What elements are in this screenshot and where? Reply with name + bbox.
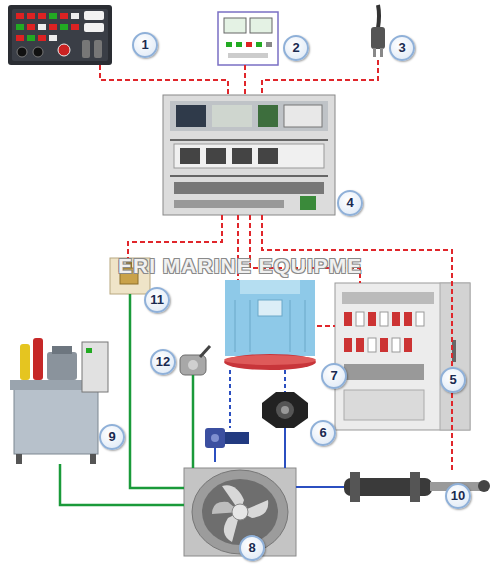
callout-number: 10 bbox=[445, 483, 471, 509]
cable-connector bbox=[100, 65, 228, 95]
callout-number: 8 bbox=[239, 535, 265, 561]
callout-number: 9 bbox=[99, 424, 125, 450]
display-unit-picture bbox=[218, 12, 278, 65]
callout-number: 4 bbox=[337, 190, 363, 216]
component-area: 8 bbox=[184, 468, 296, 556]
callout-number: 3 bbox=[389, 35, 415, 61]
cable-connector bbox=[60, 464, 184, 505]
callout-number: 1 bbox=[132, 32, 158, 58]
component-area: 6 bbox=[262, 392, 308, 428]
component-area: 4 bbox=[163, 95, 335, 215]
watermark: ERI MARINE EQUIPME bbox=[118, 254, 362, 278]
callout-number: 5 bbox=[440, 367, 466, 393]
starter-cabinet-picture bbox=[335, 283, 470, 430]
cable-connector bbox=[317, 325, 335, 327]
flexible-coupling-picture bbox=[262, 392, 308, 428]
cable-connector bbox=[244, 65, 246, 95]
component-area: 1 bbox=[8, 5, 112, 65]
cable-connector bbox=[130, 294, 184, 488]
hydraulic-unit-picture bbox=[10, 338, 108, 464]
component-area: 7 bbox=[225, 280, 317, 370]
callout-number: 2 bbox=[283, 35, 309, 61]
electric-motor-picture bbox=[224, 280, 316, 370]
callout-number: 12 bbox=[150, 349, 176, 375]
component-area: 2 bbox=[218, 12, 278, 65]
callout-number: 7 bbox=[321, 363, 347, 389]
cable-connector bbox=[128, 215, 222, 258]
control-cabinet-picture bbox=[163, 95, 335, 215]
shaft-coupling-picture bbox=[205, 370, 249, 462]
cable-connector bbox=[192, 375, 195, 468]
cable-connector bbox=[284, 428, 286, 468]
component-area: 3 bbox=[365, 5, 395, 60]
hand-pump-picture bbox=[180, 346, 210, 375]
component-area: 9 bbox=[10, 338, 110, 464]
component-area: 12 bbox=[180, 346, 210, 375]
callout-number: 11 bbox=[144, 287, 170, 313]
callout-number: 6 bbox=[310, 420, 336, 446]
remote-plug-picture bbox=[371, 5, 385, 57]
cable-connector bbox=[262, 60, 378, 95]
component-area: 10 bbox=[344, 472, 490, 502]
control-panel-picture bbox=[8, 5, 112, 65]
component-area: 5 bbox=[335, 283, 470, 430]
cable-connector bbox=[262, 215, 452, 472]
cable-connector bbox=[284, 370, 286, 392]
cable-connector bbox=[296, 486, 344, 488]
